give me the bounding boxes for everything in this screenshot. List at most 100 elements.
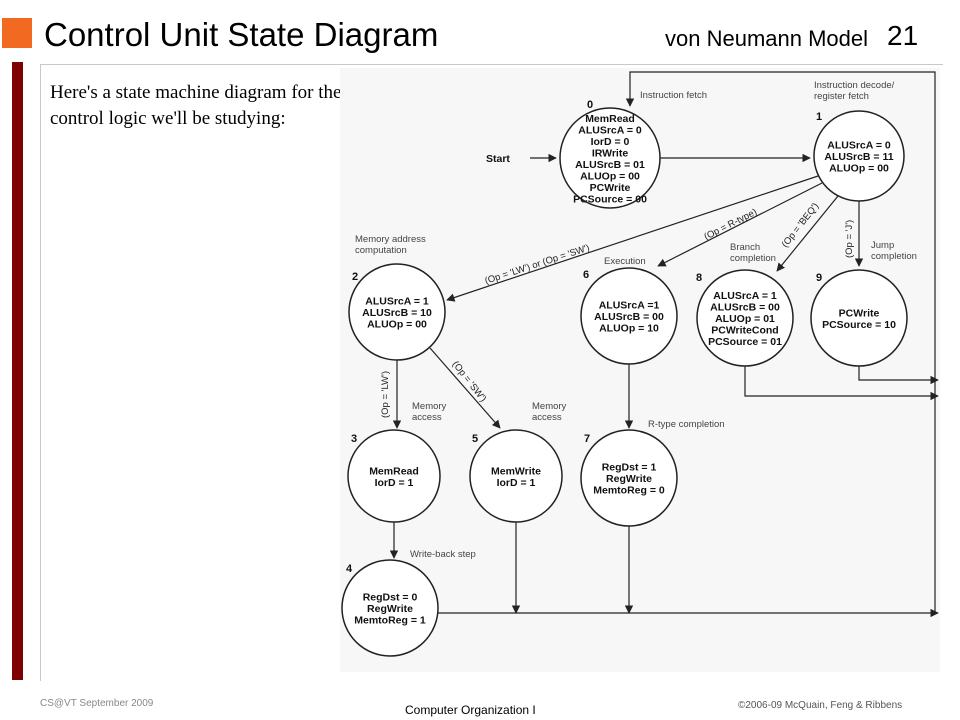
footer-copyright: ©2006-09 McQuain, Feng & Ribbens [738,700,903,711]
state-8-caption: Branch [730,242,760,253]
state-2-signal: ALUOp = 00 [367,319,427,331]
edge-1-to-8 [776,195,839,272]
state-2-number: 2 [352,271,358,283]
state-5-caption: Memory [532,401,567,412]
state-4-circle [341,559,439,657]
state-2-caption: computation [355,245,407,256]
state-8-caption: completion [730,253,776,264]
state-7-signal: MemtoReg = 0 [593,485,665,497]
state-8-signal: ALUSrcA = 1 [713,290,777,302]
state-4-number: 4 [346,563,353,575]
state-3-caption: Memory [412,401,447,412]
slide-title: Control Unit State Diagram [44,16,439,53]
start-label: Start [486,153,510,165]
state-6-circle [580,267,678,365]
state-7-caption: R-type completion [648,419,725,430]
slide-number: 21 [887,20,919,51]
state-2-circle [348,263,446,361]
state-1-caption: register fetch [814,91,869,102]
state-8-signal: PCSource = 01 [708,336,782,348]
state-9-caption: Jump [871,240,894,251]
edge-1-to-2 [446,175,819,302]
state-1: 1 Instruction decode/register fetchALUSrc… [813,80,905,202]
state-0-signal: PCSource = 00 [573,193,647,205]
state-0-signal: ALUOp = 00 [580,170,640,182]
state-5-circle [469,429,563,523]
state-3-caption: access [412,412,442,423]
edge-1-to-6 [657,182,823,267]
state-7-number: 7 [584,433,590,445]
cond-jump: (Op = 'J') [844,220,855,258]
state-0-signal: ALUSrcB = 01 [575,159,645,171]
state-6-signal: ALUSrcA =1 [599,300,660,312]
state-8-signal: PCWriteCond [711,325,778,337]
state-4-signal: MemtoReg = 1 [354,615,426,627]
cond-lw: (Op = 'LW') [380,371,391,418]
state-8-number: 8 [696,272,702,284]
state-0-circle [559,107,661,209]
intro-text: Here's a state machine diagram for the M… [50,82,391,129]
start-text: Start [486,153,510,165]
state-6-signal: ALUOp = 10 [599,323,659,335]
state-1-caption: Instruction decode/ [814,80,895,91]
state-5-caption: access [532,412,562,423]
state-3-signal: IorD = 1 [375,477,414,489]
state-9-circle [810,269,908,367]
transitions [389,71,939,618]
state-2-caption: Memory address [355,234,426,245]
state-0-signal: IRWrite [592,147,629,159]
state-3-signal: MemRead [369,465,419,477]
edge-8-to-0 [744,366,939,401]
edge-2-to-5 [429,347,501,429]
state-3-number: 3 [351,433,357,445]
state-7-signal: RegDst = 1 [602,462,657,474]
state-7-circle [580,429,678,527]
footer-course: Computer Organization I [405,703,536,717]
content-frame [40,64,943,681]
state-0-signal: IorD = 0 [591,136,630,148]
state-2-signal: ALUSrcB = 10 [362,307,432,319]
state-1-signal: ALUSrcA = 0 [827,140,891,152]
state-0-caption: Instruction fetch [640,90,707,101]
state-1-circle [813,110,905,202]
state-6-number: 6 [583,269,589,281]
state-5-number: 5 [472,433,478,445]
state-9-number: 9 [816,272,822,284]
state-8-signal: ALUOp = 01 [715,313,775,325]
footer-date: CS@VT September 2009 [40,698,154,709]
state-3-circle [347,429,441,523]
title-accent-square [2,18,32,48]
state-7-signal: RegWrite [606,473,652,485]
state-0-number: 0 [587,99,593,111]
state-4-signal: RegDst = 0 [363,592,418,604]
state-1-signal: ALUSrcB = 11 [824,151,893,163]
state-4-caption: Write-back step [410,549,476,560]
state-2-signal: ALUSrcA = 1 [365,296,429,308]
edge-9-to-0 [858,366,939,385]
state-9-signal: PCWrite [839,307,880,319]
state-8-signal: ALUSrcB = 00 [710,302,780,314]
state-8-circle [696,269,794,367]
state-5-signal: MemWrite [491,465,541,477]
state-4-signal: RegWrite [367,603,413,615]
state-6-caption: Execution [604,256,646,267]
side-accent-bar [12,62,23,680]
state-0-signal: ALUSrcA = 0 [578,124,642,136]
state-9-caption: completion [871,251,917,262]
edge-return-to-fetch [625,71,936,613]
state-1-number: 1 [816,111,822,123]
state-1-signal: ALUOp = 00 [829,163,889,175]
state-9-signal: PCSource = 10 [822,319,896,331]
state-5-signal: IorD = 1 [497,477,536,489]
state-6-signal: ALUSrcB = 00 [594,311,664,323]
state-diagram: (Op = 'LW') or (Op = 'SW')(Op = R-type)(… [340,68,940,672]
